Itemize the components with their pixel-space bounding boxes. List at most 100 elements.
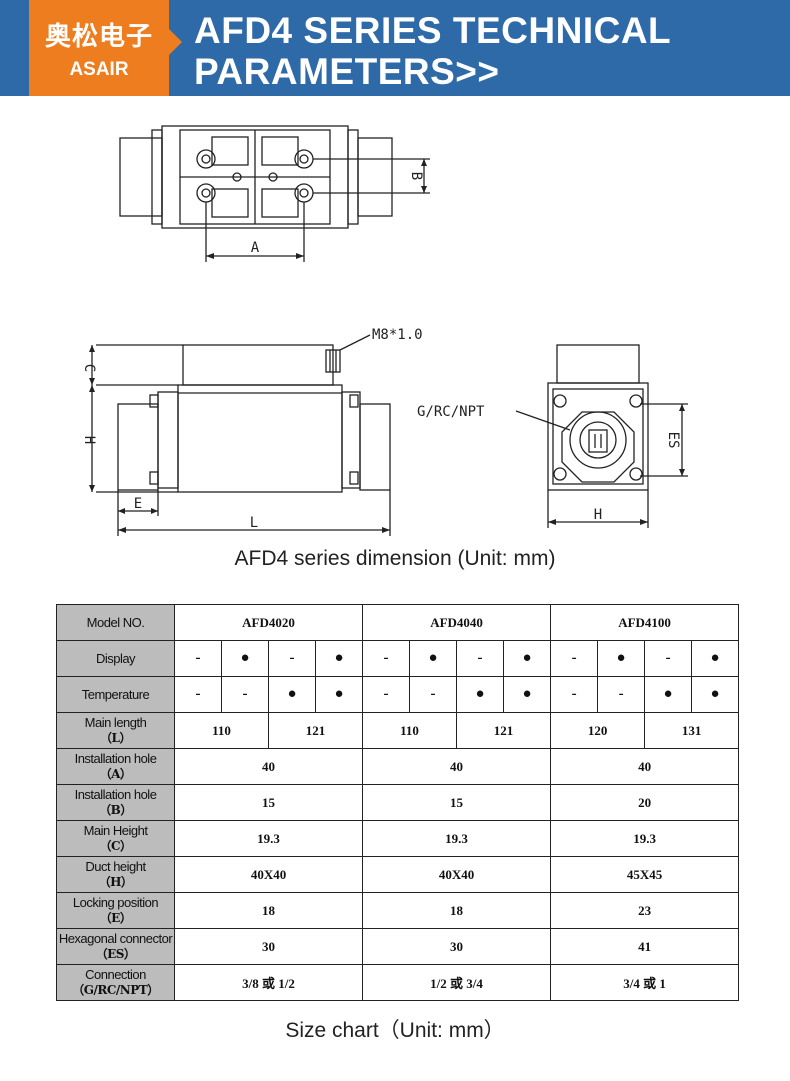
main-length-sub: （L） bbox=[100, 731, 131, 745]
height-cell: 19.3 bbox=[173, 820, 364, 857]
display-label: Display bbox=[56, 640, 175, 677]
table-row: Display - ● - ● - ● - ● - ● - ● bbox=[56, 640, 740, 677]
brand-name-en: ASAIR bbox=[69, 58, 129, 80]
temperature-mark: - bbox=[221, 676, 269, 713]
table-row: Locking position（E） 18 18 23 bbox=[56, 892, 740, 929]
brand-name-cn: 奥松电子 bbox=[44, 21, 153, 52]
temperature-mark: ● bbox=[268, 676, 316, 713]
main-height-label: Main Height（C） bbox=[56, 820, 175, 857]
locking-position-label: Locking position（E） bbox=[56, 892, 175, 929]
top-view bbox=[119, 125, 430, 262]
duct-cell: 40X40 bbox=[173, 856, 364, 893]
table-caption: Size chart（Unit: mm） bbox=[285, 1019, 505, 1042]
dim-e-label: E bbox=[134, 496, 142, 512]
dim-l-label: L bbox=[250, 515, 258, 531]
model-cell: AFD4020 bbox=[173, 604, 364, 641]
install-a-cell: 40 bbox=[362, 748, 552, 785]
dim-b-label: B bbox=[408, 172, 424, 180]
height-cell: 19.3 bbox=[550, 820, 740, 857]
length-cell: 121 bbox=[456, 712, 552, 749]
temperature-label: Temperature bbox=[56, 676, 175, 713]
length-cell: 121 bbox=[267, 712, 364, 749]
connection-cell: 1/2 或 3/4 bbox=[362, 964, 552, 1001]
model-cell: AFD4040 bbox=[362, 604, 552, 641]
temperature-mark: - bbox=[597, 676, 646, 713]
display-mark: ● bbox=[314, 640, 364, 677]
dim-h-label: H bbox=[81, 436, 97, 444]
install-b-cell: 15 bbox=[173, 784, 364, 821]
title-line-2: PARAMETERS>> bbox=[194, 51, 500, 92]
title-line-1: AFD4 SERIES TECHNICAL bbox=[194, 10, 672, 51]
table-row: Hexagonal connector（ES） 30 30 41 bbox=[56, 928, 740, 965]
install-a-label: Installation hole（A） bbox=[56, 748, 175, 785]
display-mark: - bbox=[174, 640, 222, 677]
install-a-cell: 40 bbox=[173, 748, 364, 785]
table-row: Model NO. AFD4020 AFD4040 AFD4100 bbox=[56, 604, 740, 641]
dim-h2-label: H bbox=[594, 507, 602, 523]
temperature-mark: ● bbox=[503, 676, 552, 713]
connection-label: Connection（G/RC/NPT） bbox=[56, 964, 175, 1001]
lock-cell: 18 bbox=[362, 892, 552, 929]
install-a-sub: （A） bbox=[99, 767, 132, 781]
locking-position-text: Locking position bbox=[72, 895, 159, 910]
temperature-mark: - bbox=[409, 676, 458, 713]
brand-arrow-icon bbox=[168, 28, 182, 56]
lock-cell: 18 bbox=[173, 892, 364, 929]
brand-logo: 奥松电子 ASAIR bbox=[29, 0, 169, 96]
display-mark: - bbox=[362, 640, 411, 677]
main-height-sub: （C） bbox=[99, 839, 132, 853]
dim-a-label: A bbox=[251, 240, 260, 256]
dim-c-label: C bbox=[81, 364, 97, 372]
main-height-text: Main Height bbox=[83, 823, 148, 838]
install-b-sub: （B） bbox=[99, 803, 132, 817]
duct-height-label: Duct height（H） bbox=[56, 856, 175, 893]
hex-cell: 30 bbox=[362, 928, 552, 965]
locking-position-sub: （E） bbox=[99, 911, 132, 925]
side-view bbox=[89, 334, 391, 536]
drawing-caption: AFD4 series dimension (Unit: mm) bbox=[234, 547, 556, 570]
connection-cell: 3/8 或 1/2 bbox=[173, 964, 364, 1001]
model-label: Model NO. bbox=[56, 604, 175, 641]
hex-connector-sub: （ES） bbox=[95, 947, 136, 961]
temperature-mark: ● bbox=[456, 676, 505, 713]
table-row: Installation hole（B） 15 15 20 bbox=[56, 784, 740, 821]
duct-height-sub: （H） bbox=[98, 875, 133, 889]
temperature-mark: - bbox=[362, 676, 411, 713]
table-row: Temperature - - ● ● - - ● ● - - ● ● bbox=[56, 676, 740, 713]
hex-cell: 41 bbox=[550, 928, 740, 965]
install-b-cell: 15 bbox=[362, 784, 552, 821]
duct-cell: 40X40 bbox=[362, 856, 552, 893]
lock-cell: 23 bbox=[550, 892, 740, 929]
display-mark: ● bbox=[691, 640, 740, 677]
display-mark: ● bbox=[409, 640, 458, 677]
length-cell: 131 bbox=[644, 712, 740, 749]
display-mark: - bbox=[644, 640, 693, 677]
table-row: Main length（L） 110 121 110 121 120 131 bbox=[56, 712, 740, 749]
model-cell: AFD4100 bbox=[550, 604, 740, 641]
dimension-drawing: A B M8*1.0 C H E L bbox=[81, 125, 688, 536]
connection-cell: 3/4 或 1 bbox=[550, 964, 740, 1001]
end-view bbox=[515, 344, 688, 528]
header-banner: 奥松电子 ASAIR AFD4 SERIES TECHNICAL PARAMET… bbox=[0, 0, 790, 96]
display-mark: - bbox=[268, 640, 316, 677]
height-cell: 19.3 bbox=[362, 820, 552, 857]
page-title: AFD4 SERIES TECHNICAL PARAMETERS>> bbox=[194, 10, 671, 92]
install-a-cell: 40 bbox=[550, 748, 740, 785]
table-row: Main Height（C） 19.3 19.3 19.3 bbox=[56, 820, 740, 857]
temperature-mark: - bbox=[174, 676, 222, 713]
temperature-mark: ● bbox=[314, 676, 364, 713]
table-row: Duct height（H） 40X40 40X40 45X45 bbox=[56, 856, 740, 893]
display-mark: ● bbox=[597, 640, 646, 677]
display-mark: ● bbox=[221, 640, 269, 677]
port-callout: G/RC/NPT bbox=[417, 404, 485, 420]
temperature-mark: ● bbox=[691, 676, 740, 713]
main-length-text: Main length bbox=[84, 715, 147, 730]
install-b-label: Installation hole（B） bbox=[56, 784, 175, 821]
length-cell: 110 bbox=[362, 712, 458, 749]
length-cell: 110 bbox=[174, 712, 269, 749]
install-b-text: Installation hole bbox=[74, 787, 157, 802]
hex-cell: 30 bbox=[173, 928, 364, 965]
display-mark: - bbox=[456, 640, 505, 677]
duct-cell: 45X45 bbox=[550, 856, 740, 893]
display-mark: ● bbox=[503, 640, 552, 677]
